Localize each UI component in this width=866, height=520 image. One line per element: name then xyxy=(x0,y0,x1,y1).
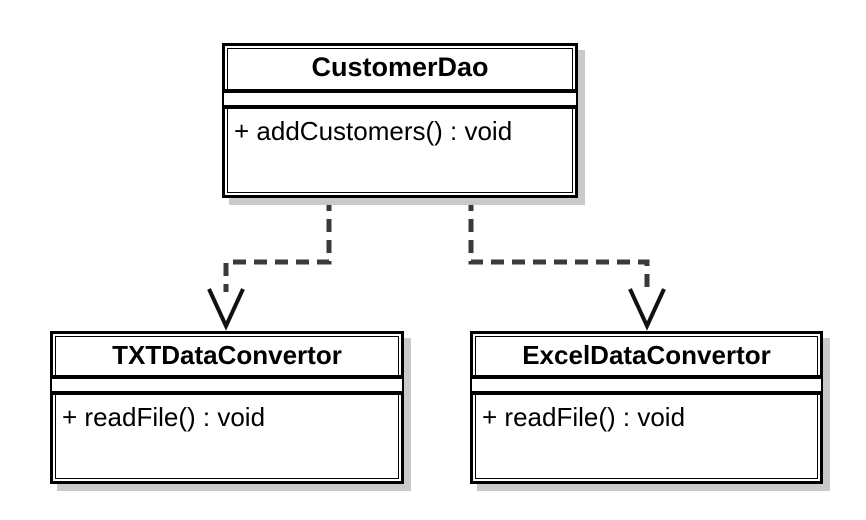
class-member: + readFile() : void xyxy=(482,402,686,432)
relation-line-dashed xyxy=(223,198,332,292)
class-name-customer-dao: CustomerDao xyxy=(311,52,489,82)
class-name-excel-data-convertor: ExcelDataConvertor xyxy=(522,339,771,370)
relation-line-dashed xyxy=(468,198,650,292)
arrowhead-open-v xyxy=(628,288,666,331)
class-name-txt-data-convertor: TXTDataConvertor xyxy=(112,339,342,370)
member-compartment-excel-data-convertor: + readFile() : void xyxy=(473,395,820,481)
class-box-excel-data-convertor[interactable]: ExcelDataConvertor + readFile() : void xyxy=(470,331,823,484)
class-box-txt-data-convertor[interactable]: TXTDataConvertor + readFile() : void xyxy=(50,331,404,484)
arrowhead-open-v xyxy=(207,288,245,331)
compartment-divider xyxy=(52,375,402,395)
compartment-divider xyxy=(472,375,821,395)
class-member: + addCustomers() : void xyxy=(234,116,513,146)
relation-customer-dao-to-excel[interactable] xyxy=(468,198,666,331)
member-compartment-customer-dao: + addCustomers() : void xyxy=(225,109,575,195)
compartment-divider xyxy=(224,89,576,109)
member-compartment-txt-data-convertor: + readFile() : void xyxy=(53,395,401,481)
relation-customer-dao-to-txt[interactable] xyxy=(207,198,332,331)
class-box-customer-dao[interactable]: CustomerDao + addCustomers() : void xyxy=(222,43,578,198)
class-member: + readFile() : void xyxy=(62,402,266,432)
